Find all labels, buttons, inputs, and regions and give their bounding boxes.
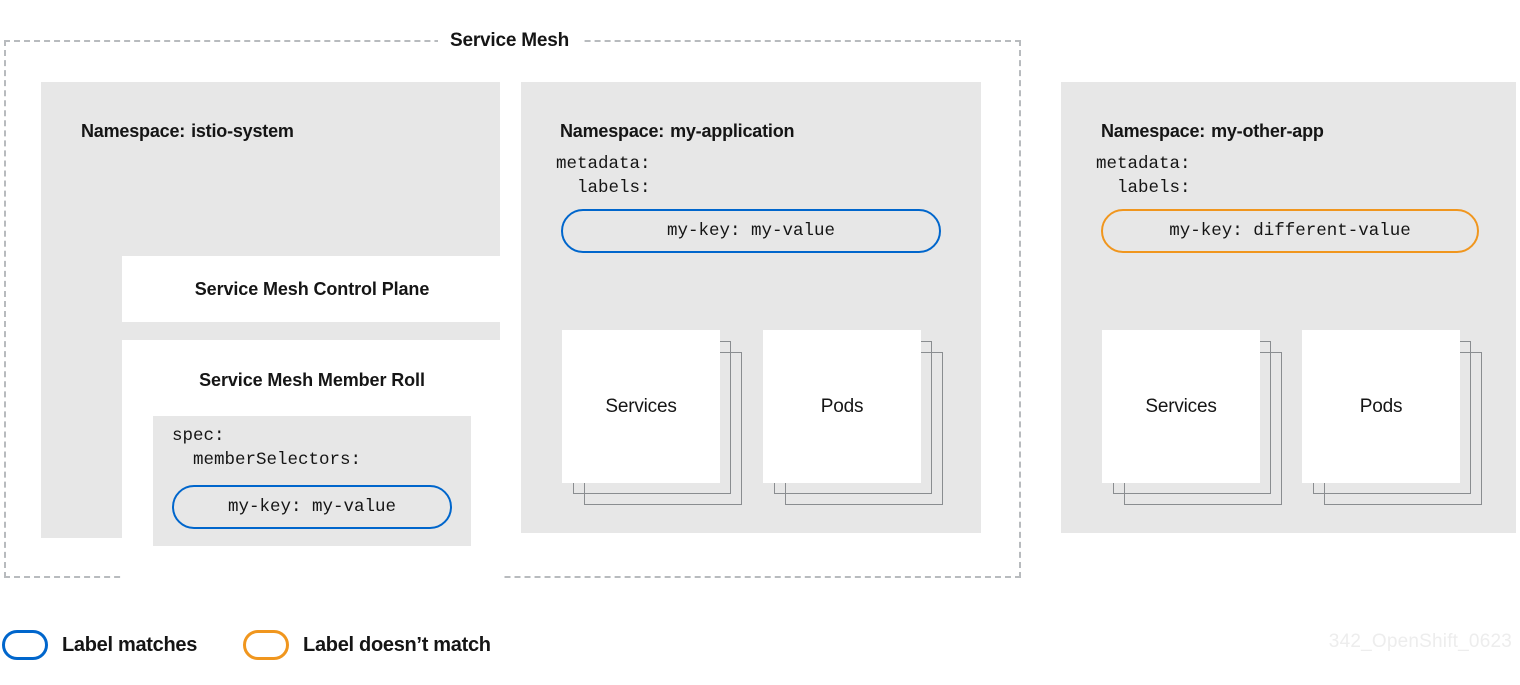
card-heading-member-roll: Service Mesh Member Roll xyxy=(199,370,425,390)
my-other-app-metadata-yaml: metadata: labels: xyxy=(1096,154,1191,198)
label-pill-member-selector: my-key: my-value xyxy=(172,485,452,529)
object-stack-pods-my-application: Pods xyxy=(763,330,943,505)
namespace-name: istio-system xyxy=(191,121,294,141)
object-stack-services-my-application: Services xyxy=(562,330,742,505)
stack-label: Services xyxy=(1145,395,1217,417)
card-heading-control-plane: Service Mesh Control Plane xyxy=(194,279,430,299)
watermark: 342_OpenShift_0623 xyxy=(1328,631,1512,652)
stack-layer-front: Pods xyxy=(763,330,921,483)
stack-layer-front: Pods xyxy=(1302,330,1460,483)
legend-pill-icon-match xyxy=(2,630,48,660)
legend-pill-icon-nomatch xyxy=(243,630,290,660)
service-mesh-title: Service Mesh xyxy=(438,29,582,53)
label-pill-my-application: my-key: my-value xyxy=(561,209,941,253)
my-application-metadata-yaml: metadata: labels: xyxy=(556,154,651,198)
stack-label: Pods xyxy=(820,395,864,417)
stack-label: Services xyxy=(605,395,677,417)
namespace-title-istio-system: Namespace:istio-system xyxy=(81,121,294,142)
legend: Label matches Label doesn’t match xyxy=(0,622,491,668)
namespace-title-my-other-app: Namespace:my-other-app xyxy=(1101,121,1324,142)
namespace-label-prefix: Namespace: xyxy=(1101,121,1206,141)
legend-item-label-matches: Label matches xyxy=(2,630,197,660)
legend-label: Label doesn’t match xyxy=(303,633,491,656)
stack-layer-front: Services xyxy=(562,330,720,483)
object-stack-pods-my-other-app: Pods xyxy=(1302,330,1482,505)
stack-layer-front: Services xyxy=(1102,330,1260,483)
namespace-name: my-other-app xyxy=(1211,121,1324,141)
namespace-title-my-application: Namespace:my-application xyxy=(560,121,794,142)
legend-label: Label matches xyxy=(62,633,198,656)
stack-label: Pods xyxy=(1359,395,1403,417)
namespace-label-prefix: Namespace: xyxy=(81,121,186,141)
member-roll-yaml: spec: memberSelectors: xyxy=(172,426,362,470)
namespace-panel-istio-system: Namespace:istio-system Service Mesh Cont… xyxy=(41,82,502,580)
card-service-mesh-member-roll: Service Mesh Member Roll xyxy=(122,340,502,580)
object-stack-services-my-other-app: Services xyxy=(1102,330,1282,505)
namespace-label-prefix: Namespace: xyxy=(560,121,665,141)
card-service-mesh-control-plane: Service Mesh Control Plane xyxy=(122,256,502,322)
legend-item-label-doesnt-match: Label doesn’t match xyxy=(243,630,491,660)
namespace-name: my-application xyxy=(670,121,795,141)
label-pill-my-other-app: my-key: different-value xyxy=(1101,209,1479,253)
